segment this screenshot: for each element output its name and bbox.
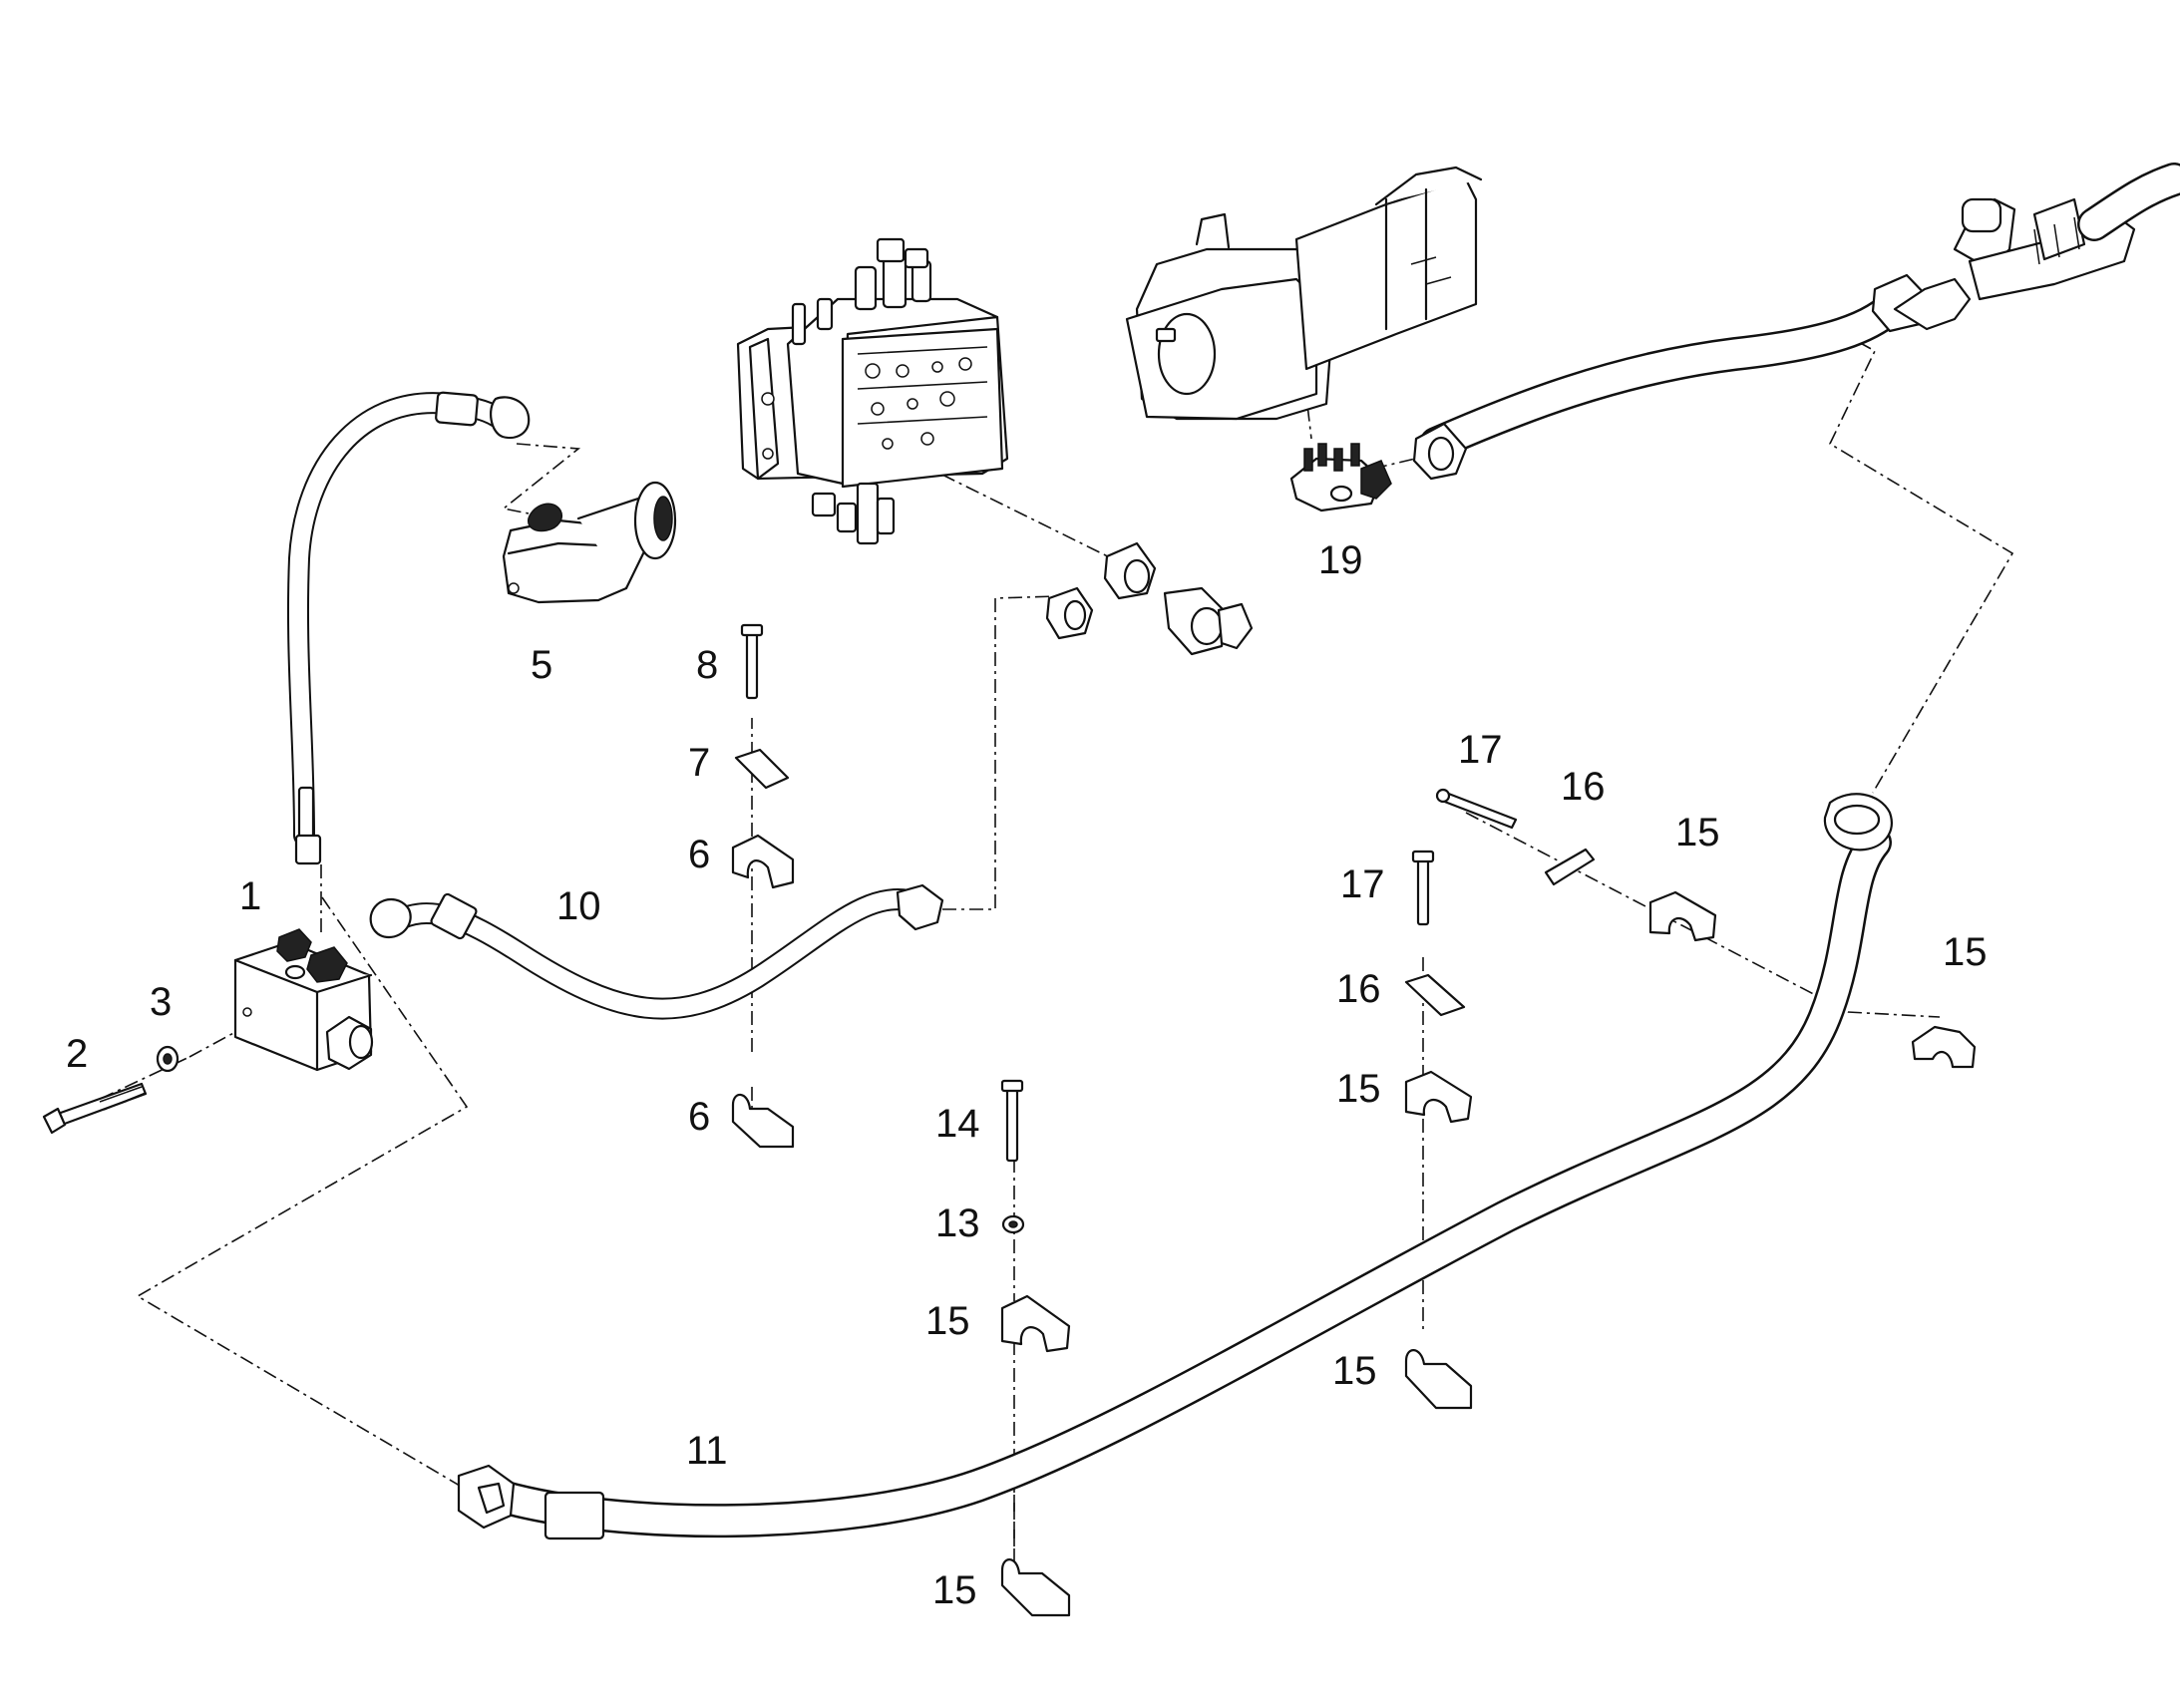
pump <box>1125 166 1483 421</box>
leader-lines <box>51 328 2014 1575</box>
motor-5 <box>502 481 677 604</box>
plate-7 <box>734 748 790 790</box>
fitting-19 <box>1289 443 1392 512</box>
hose-10 <box>369 883 944 1020</box>
callout-15-f: 15 <box>1943 930 1988 974</box>
clamp-15-f <box>1911 1025 1977 1069</box>
callout-8: 8 <box>696 643 718 687</box>
washer-13 <box>1001 1214 1025 1234</box>
callout-10: 10 <box>556 884 601 928</box>
callout-16-lower: 16 <box>1336 967 1381 1011</box>
plate-16-lower <box>1404 973 1466 1017</box>
bolt-17-upper <box>1435 788 1518 830</box>
callout-6-upper: 6 <box>688 833 710 876</box>
block-1 <box>233 928 374 1072</box>
callout-6-lower: 6 <box>688 1095 710 1139</box>
clamp-6-lower <box>731 1093 795 1149</box>
callout-1: 1 <box>239 874 261 918</box>
clamp-15-a <box>1000 1294 1071 1353</box>
clamp-15-e <box>1404 1349 1473 1410</box>
hose-upper-left <box>286 391 531 865</box>
callout-2: 2 <box>66 1032 88 1076</box>
bolt-2 <box>42 1082 148 1135</box>
callout-15-c: 15 <box>1675 811 1720 854</box>
callout-14: 14 <box>935 1102 980 1146</box>
callout-15-b: 15 <box>932 1568 977 1612</box>
callout-11: 11 <box>686 1429 728 1473</box>
bolt-17-lower <box>1411 850 1435 926</box>
callout-15-d: 15 <box>1336 1067 1381 1111</box>
hose-11 <box>457 793 1893 1540</box>
clamp-15-c <box>1648 890 1717 942</box>
clamp-15-d <box>1404 1070 1473 1124</box>
callout-13: 13 <box>935 1201 980 1245</box>
bolt-8 <box>740 623 764 700</box>
clamp-15-b <box>1000 1558 1071 1617</box>
callout-5: 5 <box>531 643 552 687</box>
washer-3 <box>156 1045 180 1073</box>
plate-16-upper <box>1544 848 1596 886</box>
callout-16-upper: 16 <box>1561 765 1606 809</box>
callout-labels: 1 2 3 5 8 7 6 10 6 14 13 15 11 15 19 17 … <box>66 538 1988 1612</box>
control-valve-block <box>736 237 1009 545</box>
callout-15-e: 15 <box>1332 1349 1377 1393</box>
callout-15-a: 15 <box>925 1299 970 1343</box>
callout-3: 3 <box>150 980 172 1024</box>
hose-upper-right <box>1412 163 2180 481</box>
fittings-cluster <box>1045 541 1254 656</box>
callout-17-upper: 17 <box>1458 728 1503 772</box>
callout-17-lower: 17 <box>1340 862 1385 906</box>
callout-19: 19 <box>1318 538 1363 582</box>
callout-7: 7 <box>688 741 710 785</box>
clamp-6-upper <box>731 834 795 889</box>
bolt-14 <box>1000 1079 1024 1163</box>
